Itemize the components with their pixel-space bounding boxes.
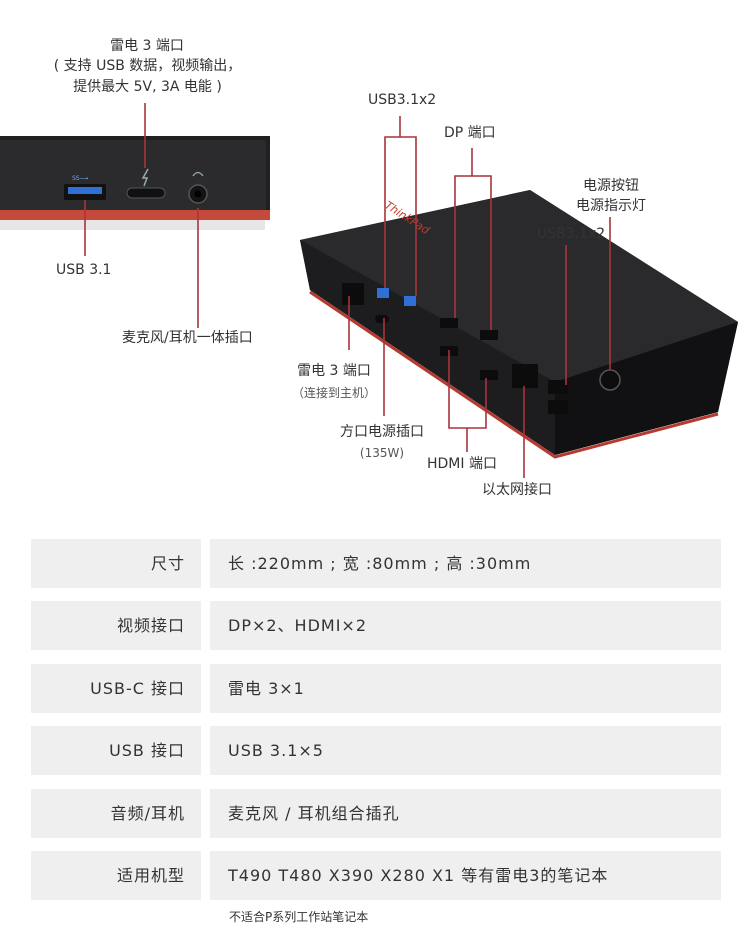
spec-key: 视频接口 <box>31 601 201 650</box>
callout-power-plug-title: 方口电源插口 <box>340 424 424 440</box>
dock-rear-view: ThinkPad <box>300 190 738 459</box>
spec-value: 麦克风 / 耳机组合插孔 <box>210 789 721 838</box>
dock-front-view: SS⟶ <box>0 136 270 230</box>
spec-row-usb: USB 接口 USB 3.1×5 <box>31 726 721 775</box>
callout-tb3-front-desc2: 提供最大 5V, 3A 电能 ) <box>73 79 222 95</box>
usb-a-rear-1 <box>377 288 389 298</box>
callout-hdmi-port: HDMI 端口 <box>427 456 497 472</box>
usb-a-side-2 <box>548 400 568 414</box>
callout-tb3-host-title: 雷电 3 端口 <box>297 363 371 379</box>
callout-usb31-front: USB 3.1 <box>56 262 112 278</box>
svg-text:SS⟶: SS⟶ <box>72 175 89 182</box>
spec-row-size: 尺寸 长 :220mm ; 宽 :80mm ; 高 :30mm <box>31 539 721 588</box>
spec-key: 尺寸 <box>31 539 201 588</box>
hdmi-port-2 <box>480 370 498 380</box>
callout-mic-combo: 麦克风/耳机一体插口 <box>122 330 253 346</box>
callout-ethernet: 以太网接口 <box>482 482 552 498</box>
power-plug-port <box>342 283 364 305</box>
usb-a-port-front: SS⟶ <box>64 175 106 200</box>
callout-power-indicator: 电源指示灯 <box>576 198 646 214</box>
callout-dp-port: DP 端口 <box>444 125 496 141</box>
thunderbolt-host-port <box>375 315 389 323</box>
spec-key: 音频/耳机 <box>31 789 201 838</box>
product-illustration: SS⟶ ThinkPad <box>0 103 738 478</box>
ethernet-port <box>512 364 538 388</box>
callout-tb3-host-desc: （连接到主机） <box>291 386 376 400</box>
spec-value: T490 T480 X390 X280 X1 等有雷电3的笔记本 <box>210 851 721 900</box>
usb-a-rear-2 <box>404 296 416 306</box>
spec-row-usbc: USB-C 接口 雷电 3×1 <box>31 664 721 713</box>
spec-row-video: 视频接口 DP×2、HDMI×2 <box>31 601 721 650</box>
usb-a-side-1 <box>548 380 568 394</box>
audio-jack-front <box>188 171 208 204</box>
spec-row-models: 适用机型 T490 T480 X390 X280 X1 等有雷电3的笔记本 <box>31 851 721 900</box>
dp-port-2 <box>480 330 498 340</box>
power-button <box>599 369 621 391</box>
dp-port-1 <box>440 318 458 328</box>
spec-value: 雷电 3×1 <box>210 664 721 713</box>
spec-key: 适用机型 <box>31 851 201 900</box>
callout-usb31x2-side: USB3.1x2 <box>537 226 606 242</box>
spec-value: USB 3.1×5 <box>210 726 721 775</box>
thunderbolt-port-front <box>126 168 166 199</box>
leader-lines <box>84 103 611 478</box>
callout-power-button: 电源按钮 <box>583 178 639 194</box>
callout-tb3-front-title: 雷电 3 端口 <box>110 38 184 54</box>
spec-key: USB-C 接口 <box>31 664 201 713</box>
compatibility-note: 不适合P系列工作站笔记本 <box>229 910 369 924</box>
callout-power-plug-desc: (135W) <box>359 446 405 460</box>
spec-key: USB 接口 <box>31 726 201 775</box>
spec-value: 长 :220mm ; 宽 :80mm ; 高 :30mm <box>210 539 721 588</box>
callout-usb31x2-rear: USB3.1x2 <box>368 92 437 108</box>
spec-value: DP×2、HDMI×2 <box>210 601 721 650</box>
callout-tb3-front-desc1: ( 支持 USB 数据，视频输出， <box>53 58 242 74</box>
spec-row-audio: 音频/耳机 麦克风 / 耳机组合插孔 <box>31 789 721 838</box>
